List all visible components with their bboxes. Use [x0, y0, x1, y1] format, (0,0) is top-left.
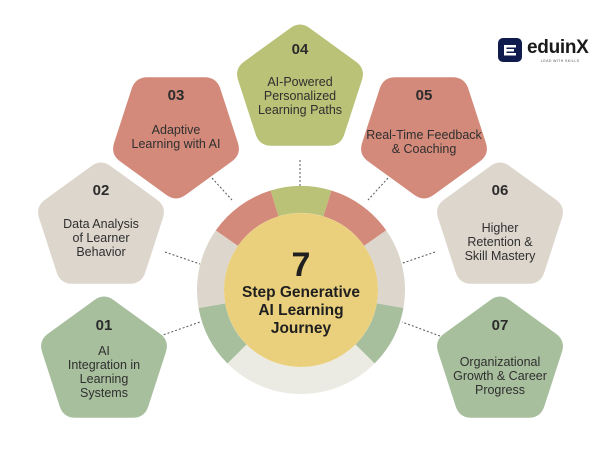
center-title-line-1: Step Generative	[242, 284, 360, 301]
step-04-line-3: Learning Paths	[258, 103, 342, 117]
brand-logo: eduinX LEAD WITH SKILLS	[498, 36, 594, 66]
step-02-line-1: Data Analysis	[63, 217, 139, 231]
center-ring	[197, 186, 405, 394]
brand-name: eduinX	[527, 37, 589, 58]
ring-segment-05	[323, 190, 387, 246]
step-01-line-3: Learning	[80, 372, 129, 386]
step-pentagon-04	[237, 24, 363, 146]
step-pentagon-07	[437, 296, 563, 418]
step-04-line-2: Personalized	[264, 89, 336, 103]
step-node-06: 06 Higher Retention & Skill Mastery	[437, 162, 563, 284]
ring-segment-03	[215, 190, 279, 246]
step-number-04: 04	[292, 41, 309, 58]
connector-line-06	[399, 251, 436, 265]
connector-lines	[159, 160, 441, 337]
connector-line-07	[401, 321, 441, 337]
step-pentagon-05	[361, 77, 487, 199]
brand-tagline: LEAD WITH SKILLS	[541, 59, 580, 63]
connector-line-05	[367, 177, 389, 201]
step-node-07: 07 Organizational Growth & Career Progre…	[437, 296, 563, 418]
step-01-line-1: AI	[98, 344, 110, 358]
ring-segment-01	[198, 303, 247, 364]
step-07-line-3: Progress	[475, 383, 525, 397]
step-03-line-1: Adaptive	[152, 123, 201, 137]
step-06-line-1: Higher	[482, 221, 519, 235]
step-node-04: 04 AI-Powered Personalized Learning Path…	[237, 24, 363, 146]
step-number-02: 02	[93, 182, 110, 199]
ring-segment-06	[364, 230, 405, 309]
center-title-line-2: AI Learning	[258, 302, 343, 319]
ring-segment-04	[270, 186, 332, 217]
connector-line-02	[164, 251, 201, 265]
step-number-03: 03	[168, 87, 185, 104]
step-06-line-2: Retention &	[467, 235, 533, 249]
step-01-line-4: Systems	[80, 386, 128, 400]
step-number-05: 05	[416, 87, 433, 104]
step-node-03: 03 Adaptive Learning with AI	[113, 77, 239, 199]
step-03-line-2: Learning with AI	[132, 137, 221, 151]
step-07-line-2: Growth & Career	[453, 369, 547, 383]
step-pentagon-03	[113, 77, 239, 199]
brand-mark-icon	[498, 38, 522, 62]
step-06-line-3: Skill Mastery	[465, 249, 537, 263]
center-number: 7	[292, 246, 311, 284]
center-title-line-3: Journey	[271, 320, 332, 337]
step-node-05: 05 Real-Time Feedback & Coaching	[361, 77, 487, 199]
step-number-06: 06	[492, 182, 509, 199]
step-number-01: 01	[96, 317, 113, 334]
step-01-line-2: Integration in	[68, 358, 140, 372]
ring-segment-07	[355, 303, 404, 364]
ring-segment-bottom	[227, 344, 375, 394]
step-02-line-2: of Learner	[73, 231, 130, 245]
step-number-07: 07	[492, 317, 509, 334]
step-04-line-1: AI-Powered	[267, 75, 332, 89]
ring-segment-02	[197, 230, 238, 309]
step-pentagon-01	[41, 296, 167, 418]
step-05-line-1: Real-Time Feedback	[366, 128, 482, 142]
step-07-line-1: Organizational	[460, 355, 541, 369]
step-node-01: 01 AI Integration in Learning Systems	[41, 296, 167, 418]
center-circle	[224, 213, 378, 367]
step-05-line-2: & Coaching	[392, 142, 457, 156]
step-pentagon-06	[437, 162, 563, 284]
connector-line-03	[211, 177, 233, 201]
step-pentagon-02	[38, 162, 164, 284]
step-node-02: 02 Data Analysis of Learner Behavior	[38, 162, 164, 284]
connector-line-01	[159, 321, 201, 337]
step-02-line-3: Behavior	[76, 245, 125, 259]
